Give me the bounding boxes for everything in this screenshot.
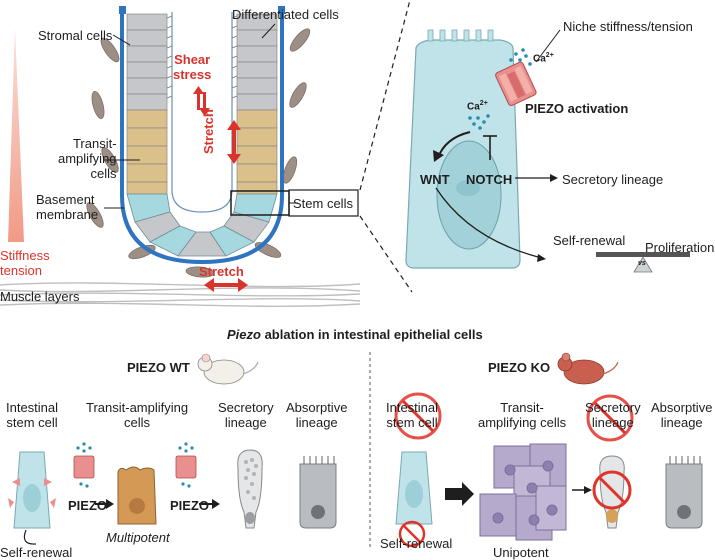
- label-transit-amplifying: Transit- amplifying cells: [58, 136, 117, 181]
- ca2-sup: 2+: [479, 100, 488, 107]
- ko-label-transit-amplifying: Transit- amplifying cells: [478, 400, 567, 430]
- zoom-line-2: [359, 215, 413, 293]
- wt-stem-cell: [8, 451, 56, 529]
- stretch-vertical-arrow: [227, 120, 241, 164]
- label-shear-stress: Shear stress: [173, 52, 212, 82]
- shear-stress-arrow: [193, 86, 210, 116]
- label-vs: vs: [638, 260, 646, 267]
- wt-title: PIEZO WT: [127, 360, 190, 375]
- microvilli: [166, 15, 238, 99]
- ko-transition-arrow: [445, 482, 474, 506]
- label-ca-2: Ca2+: [467, 100, 488, 112]
- ko-selfrenewal-no-symbol: [398, 520, 426, 548]
- label-self-renewal-top: Self-renewal: [553, 233, 626, 248]
- label-notch: NOTCH: [466, 172, 513, 187]
- ko-mouse-icon: [557, 352, 619, 385]
- balance-seesaw: [596, 252, 690, 273]
- label-wnt: WNT: [420, 172, 450, 187]
- bottom-section-title: Piezo ablation in intestinal epithelial …: [227, 327, 483, 342]
- wt-piezo-channel-1: [73, 442, 95, 488]
- wt-transit-amplifying-cell: [117, 466, 157, 525]
- label-proliferation: Proliferation: [645, 240, 715, 255]
- wt-label-absorptive: Absorptive lineage: [286, 400, 348, 430]
- wt-piezo-channel-2: [175, 442, 197, 488]
- label-ca-1: Ca2+: [533, 52, 554, 64]
- label-differentiated-cells: Differentiated cells: [232, 7, 339, 22]
- wt-label-stem-cell: Intestinal stem cell: [6, 400, 59, 430]
- label-muscle-layers: Muscle layers: [0, 289, 80, 304]
- stretch-horizontal-arrow: [204, 278, 248, 292]
- piezo-channel: [495, 61, 537, 106]
- leader-lines-top-left: [104, 23, 276, 209]
- title-rest: ablation in intestinal epithelial cells: [260, 327, 483, 342]
- ko-stem-cell: [395, 451, 433, 525]
- label-secretory-lineage-top: Secretory lineage: [562, 172, 664, 187]
- villus-tips: [119, 6, 285, 14]
- ko-title: PIEZO KO: [488, 360, 551, 375]
- calcium-ion-dots: [468, 48, 532, 130]
- ca1-text: Ca: [533, 53, 546, 65]
- ca2-text: Ca: [467, 101, 480, 113]
- stiffness-gradient-wedge: [8, 28, 24, 242]
- muscle-layers-fibers: [0, 282, 361, 307]
- wt-label-transit-amplifying: Transit-amplifying cells: [86, 400, 189, 430]
- wt-secretory-cell: [237, 449, 263, 529]
- wt-label-piezo-2: PIEZO: [170, 498, 210, 513]
- label-piezo-activation: PIEZO activation: [525, 101, 629, 116]
- crypt-left-wall-cells: [126, 13, 168, 195]
- basement-membrane-outline: [120, 12, 284, 265]
- ca1-sup: 2+: [545, 52, 554, 59]
- wnt-to-selfrenewal-curve: [435, 187, 543, 259]
- crypt-right-wall-cells: [236, 13, 278, 195]
- ko-absorptive-cell: [665, 456, 703, 529]
- wt-label-self-renewal: Self-renewal: [0, 545, 73, 560]
- ko-label-secretory: Secretory lineage: [585, 400, 641, 430]
- title-piezo-italic: Piezo: [227, 327, 261, 342]
- zoom-line-1: [359, 0, 411, 191]
- label-basement-membrane: Basement membrane: [36, 192, 99, 222]
- wt-mouse-icon: [197, 353, 259, 385]
- wt-absorptive-cell: [299, 456, 337, 529]
- label-stretch-horizontal: Stretch: [199, 264, 244, 279]
- stem-cell-microvilli: [427, 29, 494, 42]
- ko-secretory-cell-no-symbol: [592, 470, 632, 510]
- ko-label-self-renewal: Self-renewal: [380, 536, 453, 551]
- ko-label-unipotent: Unipotent: [493, 545, 549, 560]
- wt-label-secretory: Secretory lineage: [218, 400, 274, 430]
- label-stromal-cells: Stromal cells: [38, 28, 113, 43]
- ko-transit-amplifying-cells: [479, 443, 567, 541]
- crypt-base-cells: [126, 193, 278, 257]
- label-stretch-vertical: Stretch: [201, 109, 216, 154]
- label-stiffness-tension: Stiffness tension: [0, 248, 50, 278]
- wt-label-multipotent: Multipotent: [106, 530, 170, 545]
- ko-label-absorptive: Absorptive lineage: [651, 400, 713, 430]
- label-stem-cells: Stem cells: [293, 196, 353, 211]
- ko-secretory-no-symbol: [586, 394, 634, 442]
- ko-label-stem-cell: Intestinal stem cell: [386, 400, 439, 430]
- label-niche-stiffness: Niche stiffness/tension: [563, 19, 693, 34]
- ko-stem-cell-no-symbol: [394, 392, 442, 440]
- wt-label-piezo-1: PIEZO: [68, 498, 108, 513]
